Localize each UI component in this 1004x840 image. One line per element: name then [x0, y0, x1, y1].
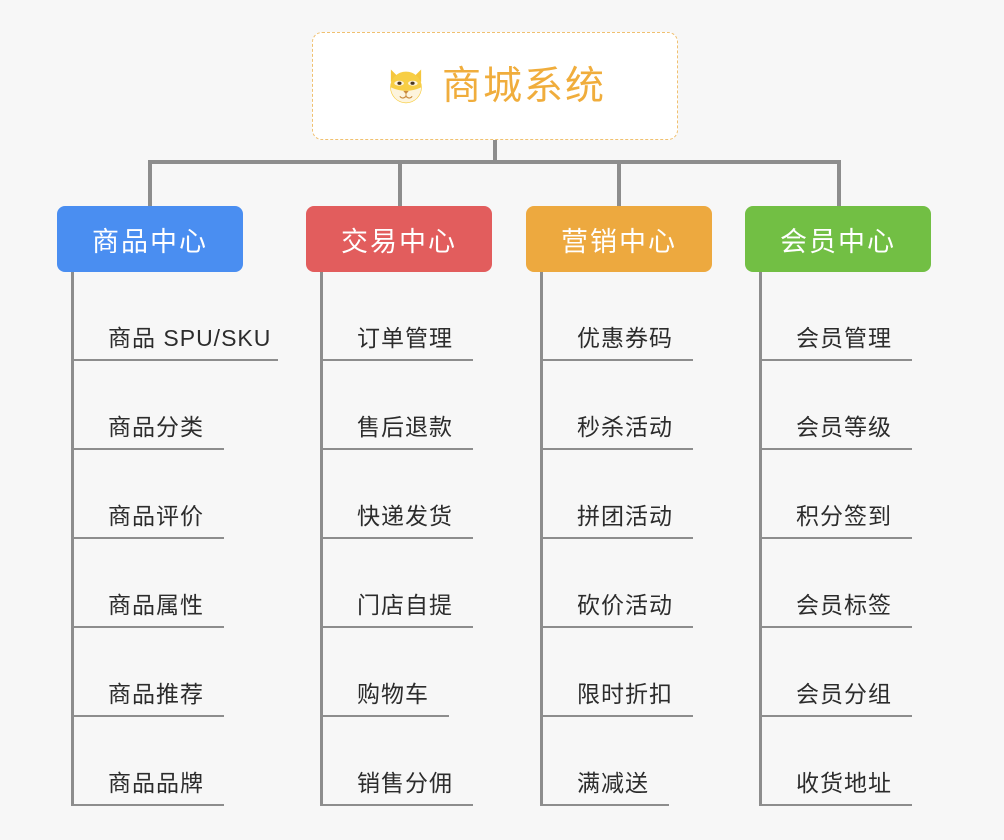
leaf-label: 订单管理 — [357, 325, 453, 351]
leaf-label: 商品属性 — [108, 592, 204, 618]
leaf-label: 积分签到 — [796, 503, 892, 529]
leaf-item[interactable]: 订单管理 — [323, 272, 492, 361]
branch-column-2: 营销中心优惠券码秒杀活动拼团活动砍价活动限时折扣满减送 — [526, 206, 712, 806]
leaf-underline — [323, 804, 473, 806]
leaf-item[interactable]: 商品属性 — [74, 539, 243, 628]
leaf-label: 快递发货 — [357, 503, 453, 529]
leaf-item[interactable]: 会员管理 — [762, 272, 931, 361]
leaf-underline — [543, 715, 693, 717]
leaf-label: 购物车 — [357, 681, 429, 707]
leaf-item[interactable]: 会员标签 — [762, 539, 931, 628]
leaf-item[interactable]: 门店自提 — [323, 539, 492, 628]
leaf-underline — [762, 804, 912, 806]
leaf-item[interactable]: 积分签到 — [762, 450, 931, 539]
leaf-underline — [762, 715, 912, 717]
leaf-label: 销售分佣 — [357, 770, 453, 796]
leaf-item[interactable]: 销售分佣 — [323, 717, 492, 806]
leaf-underline — [543, 804, 669, 806]
leaf-item[interactable]: 砍价活动 — [543, 539, 712, 628]
leaf-item[interactable]: 优惠券码 — [543, 272, 712, 361]
leaf-label: 优惠券码 — [577, 325, 673, 351]
leaf-item[interactable]: 商品推荐 — [74, 628, 243, 717]
branch-leaf-list-2: 优惠券码秒杀活动拼团活动砍价活动限时折扣满减送 — [540, 272, 712, 806]
leaf-label: 商品 SPU/SKU — [108, 325, 272, 351]
connector-drop-2 — [617, 160, 621, 208]
leaf-underline — [762, 626, 912, 628]
branch-header-3[interactable]: 会员中心 — [745, 206, 931, 272]
leaf-underline — [323, 626, 473, 628]
branch-header-1[interactable]: 交易中心 — [306, 206, 492, 272]
leaf-label: 商品推荐 — [108, 681, 204, 707]
leaf-label: 商品评价 — [108, 503, 204, 529]
connector-horizontal-bus — [148, 160, 840, 164]
leaf-label: 门店自提 — [357, 592, 453, 618]
leaf-item[interactable]: 售后退款 — [323, 361, 492, 450]
leaf-label: 会员标签 — [796, 592, 892, 618]
connector-drop-0 — [148, 160, 152, 208]
leaf-label: 会员等级 — [796, 414, 892, 440]
root-node[interactable]: 商城系统 — [312, 32, 678, 140]
branch-header-2[interactable]: 营销中心 — [526, 206, 712, 272]
leaf-item[interactable]: 商品品牌 — [74, 717, 243, 806]
connector-drop-3 — [837, 160, 841, 208]
leaf-item[interactable]: 商品评价 — [74, 450, 243, 539]
leaf-item[interactable]: 快递发货 — [323, 450, 492, 539]
leaf-label: 秒杀活动 — [577, 414, 673, 440]
leaf-item[interactable]: 秒杀活动 — [543, 361, 712, 450]
branch-leaf-list-3: 会员管理会员等级积分签到会员标签会员分组收货地址 — [759, 272, 931, 806]
leaf-label: 会员管理 — [796, 325, 892, 351]
leaf-underline — [543, 359, 693, 361]
leaf-item[interactable]: 会员分组 — [762, 628, 931, 717]
leaf-label: 拼团活动 — [577, 503, 673, 529]
leaf-item[interactable]: 商品 SPU/SKU — [74, 272, 278, 361]
leaf-item[interactable]: 收货地址 — [762, 717, 931, 806]
leaf-underline — [74, 804, 224, 806]
leaf-underline — [74, 537, 224, 539]
leaf-label: 满减送 — [577, 770, 649, 796]
connector-root-stem — [493, 140, 497, 164]
leaf-underline — [762, 359, 912, 361]
branch-column-1: 交易中心订单管理售后退款快递发货门店自提购物车销售分佣 — [306, 206, 492, 806]
leaf-underline — [323, 715, 449, 717]
leaf-label: 限时折扣 — [577, 681, 673, 707]
branch-leaf-list-1: 订单管理售后退款快递发货门店自提购物车销售分佣 — [320, 272, 492, 806]
connector-drop-1 — [398, 160, 402, 208]
leaf-item[interactable]: 商品分类 — [74, 361, 243, 450]
leaf-underline — [323, 537, 473, 539]
shiba-dog-face-icon — [390, 69, 422, 105]
leaf-underline — [543, 448, 693, 450]
leaf-underline — [323, 448, 473, 450]
leaf-label: 售后退款 — [357, 414, 453, 440]
leaf-underline — [323, 359, 473, 361]
leaf-item[interactable]: 购物车 — [323, 628, 492, 717]
leaf-item[interactable]: 满减送 — [543, 717, 712, 806]
root-title: 商城系统 — [441, 64, 606, 108]
branch-header-0[interactable]: 商品中心 — [57, 206, 243, 272]
leaf-underline — [543, 626, 693, 628]
leaf-underline — [74, 715, 224, 717]
branch-leaf-list-0: 商品 SPU/SKU 商品分类商品评价商品属性商品推荐商品品牌 — [71, 272, 278, 806]
leaf-item[interactable]: 拼团活动 — [543, 450, 712, 539]
leaf-underline — [762, 537, 912, 539]
branch-column-3: 会员中心会员管理会员等级积分签到会员标签会员分组收货地址 — [745, 206, 931, 806]
leaf-label: 商品分类 — [108, 414, 204, 440]
leaf-item[interactable]: 会员等级 — [762, 361, 931, 450]
leaf-underline — [74, 359, 278, 361]
leaf-underline — [543, 537, 693, 539]
leaf-label: 砍价活动 — [577, 592, 673, 618]
leaf-label: 商品品牌 — [108, 770, 204, 796]
leaf-label: 收货地址 — [796, 770, 892, 796]
leaf-underline — [74, 448, 224, 450]
leaf-label: 会员分组 — [796, 681, 892, 707]
leaf-item[interactable]: 限时折扣 — [543, 628, 712, 717]
branch-column-0: 商品中心商品 SPU/SKU 商品分类商品评价商品属性商品推荐商品品牌 — [57, 206, 278, 806]
leaf-underline — [74, 626, 224, 628]
leaf-underline — [762, 448, 912, 450]
